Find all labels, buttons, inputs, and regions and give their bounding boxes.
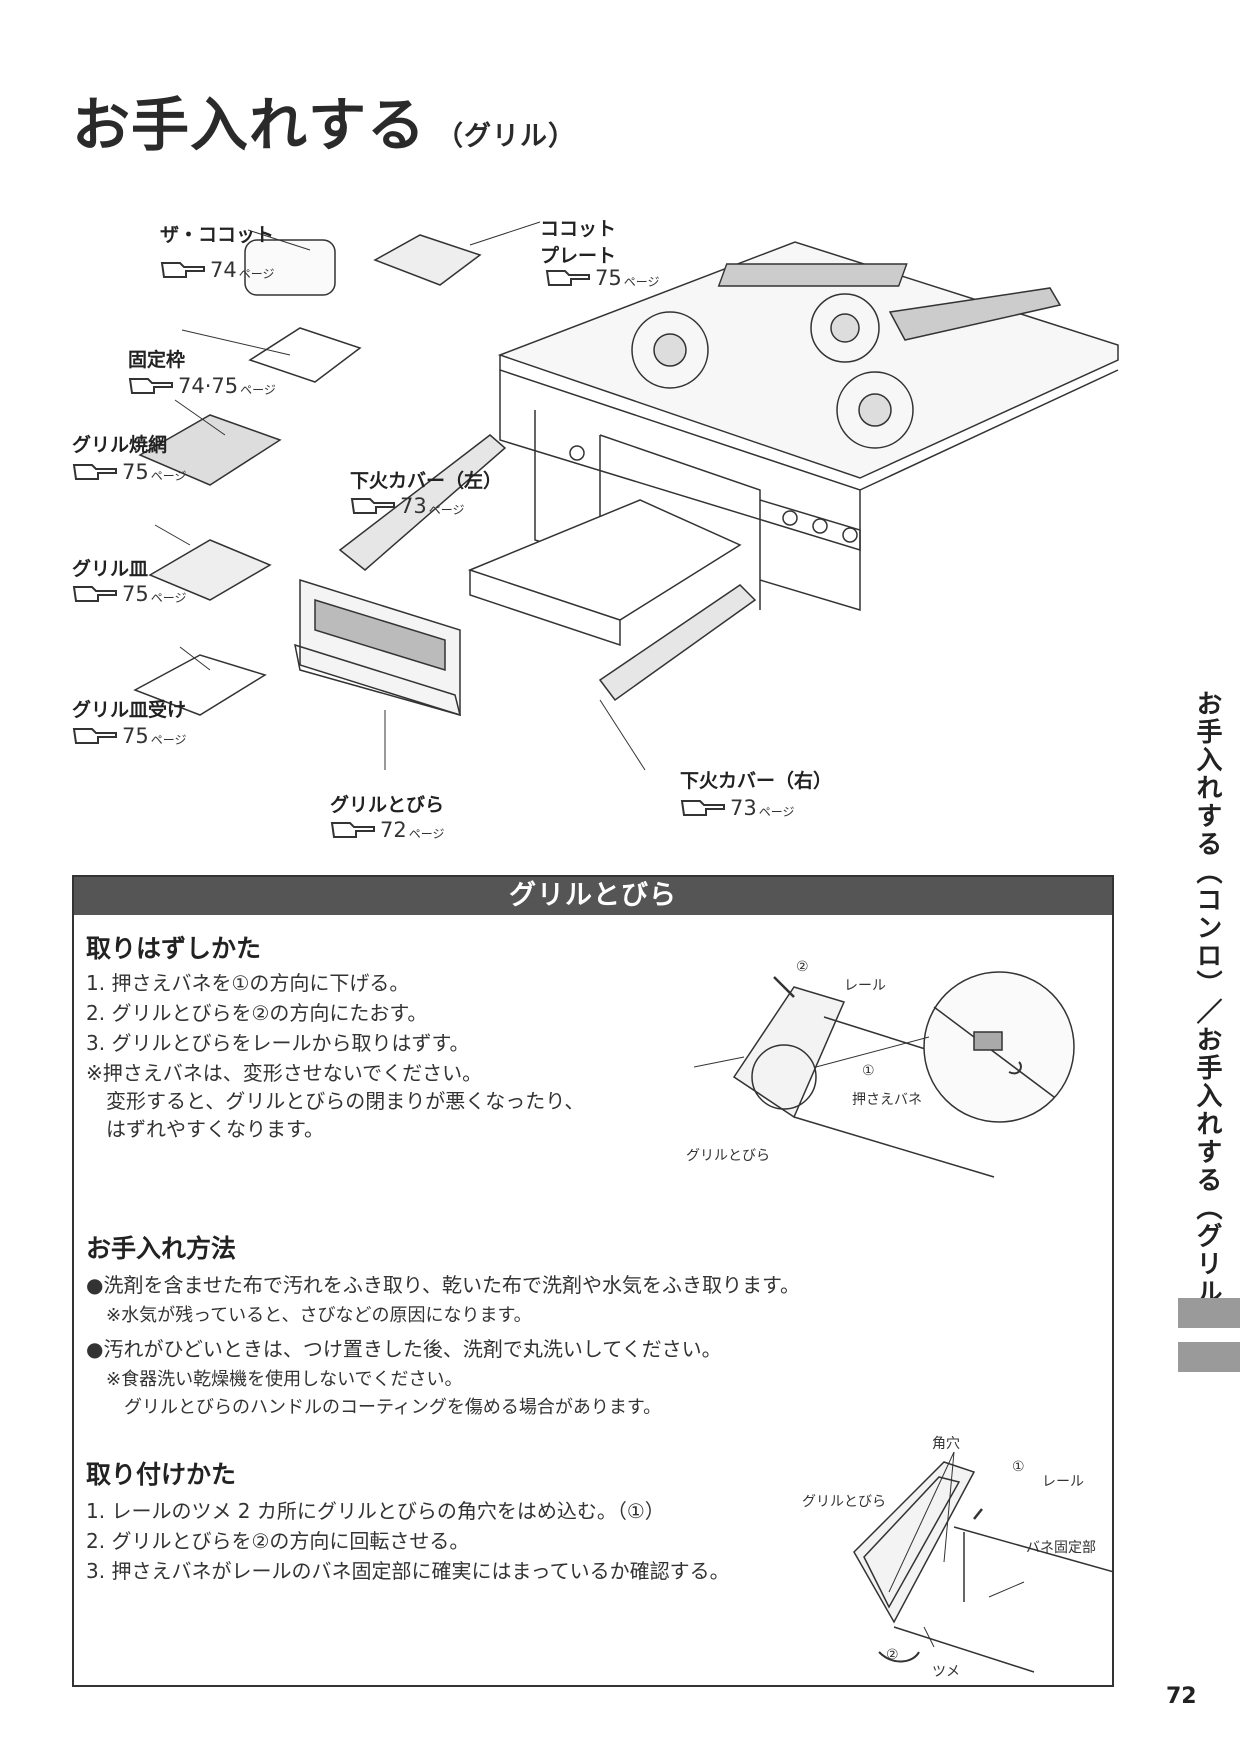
part-label-grill-pan-holder: グリル皿受け <box>72 699 187 721</box>
part-label-fixed-frame: 固定枠 <box>128 349 186 371</box>
care-note-1: ※水気が残っていると、さびなどの原因になります。 <box>106 1305 532 1326</box>
grill-door-instruction-box: グリルとびら 取りはずしかた 1. 押さえバネを①の方向に下げる。 2. グリル… <box>72 875 1114 1687</box>
removal-diagram-label-door: グリルとびら <box>686 1148 770 1164</box>
removal-diagram-label-rail: レール <box>844 978 886 994</box>
fixed-frame-illustration <box>248 327 362 383</box>
install-diagram-label-spring-seat: バネ固定部 <box>1026 1540 1096 1556</box>
pointing-hand-icon <box>128 378 173 394</box>
cocotte-plate-illustration <box>373 234 482 286</box>
pointing-hand-icon <box>680 800 725 816</box>
grill-rail-illustration <box>467 499 742 621</box>
install-diagram-label-tab: ツメ <box>932 1664 960 1680</box>
part-label-grill-pan: グリル皿 <box>72 558 149 580</box>
install-diagram-label-1: ① <box>1012 1459 1025 1475</box>
grill-pan-illustration <box>148 539 272 601</box>
removal-diagram <box>693 971 1075 1178</box>
page-title: お手入れする （グリル） <box>72 78 576 162</box>
pointing-hand-icon <box>160 262 205 278</box>
care-heading: お手入れ方法 <box>86 1234 237 1263</box>
pointing-hand-icon <box>350 498 395 514</box>
parts-diagram <box>133 221 1119 771</box>
care-note-2: ※食器洗い乾燥機を使用しないでください。 <box>106 1369 463 1390</box>
pointing-hand-icon <box>72 586 117 602</box>
pointing-hand-icon <box>330 822 375 838</box>
grill-net-illustration <box>138 414 282 486</box>
bottom-cover-right-illustration <box>598 584 757 702</box>
removal-note: ※押さえバネは、変形させないでください。 <box>86 1061 483 1085</box>
install-diagram <box>853 1451 1114 1673</box>
install-diagram-label-square-hole: 角穴 <box>932 1436 960 1452</box>
pointing-hand-icon <box>545 270 590 286</box>
install-diagram-label-rail: レール <box>1042 1474 1084 1490</box>
bottom-cover-left-illustration <box>338 434 507 571</box>
removal-note-3: はずれやすくなります。 <box>86 1117 324 1141</box>
page-number: 72 <box>1166 1684 1197 1709</box>
removal-note-2: 変形すると、グリルとびらの閉まりが悪くなったり、 <box>86 1089 585 1113</box>
grill-pan-holder-illustration <box>133 654 267 716</box>
burner-illustration <box>631 293 914 449</box>
removal-step-1: 1. 押さえバネを①の方向に下げる。 <box>86 971 410 995</box>
removal-diagram-label-spring: 押さえバネ <box>852 1092 922 1108</box>
removal-step-3: 3. グリルとびらをレールから取りはずす。 <box>86 1031 470 1055</box>
install-heading: 取り付けかた <box>86 1460 237 1489</box>
install-diagram-label-door: グリルとびら <box>802 1494 886 1510</box>
part-label-cocotte-plate: ココット プレート <box>540 218 617 267</box>
install-diagram-label-2: ② <box>886 1647 899 1663</box>
part-label-bottom-cover-left: 下火カバー（左） <box>350 470 503 492</box>
box-header: グリルとびら <box>74 877 1112 915</box>
sidebar-section-label: お手入れする（コンロ）／お手入れする（グリル） <box>1192 690 1222 1334</box>
care-line-2: ●汚れがひどいときは、つけ置きした後、洗剤で丸洗いしてください。 <box>86 1337 722 1361</box>
pointing-hand-icon <box>72 464 117 480</box>
install-step-1: 1. レールのツメ 2 カ所にグリルとびらの角穴をはめ込む。（①） <box>86 1499 665 1523</box>
sidebar-marker-2 <box>1178 1342 1240 1372</box>
removal-heading: 取りはずしかた <box>86 934 262 963</box>
sidebar-marker-1 <box>1178 1298 1240 1328</box>
install-step-3: 3. 押さえバネがレールのバネ固定部に確実にはまっているか確認する。 <box>86 1559 730 1583</box>
page-title-sub: （グリル） <box>436 121 577 152</box>
care-line-1: ●洗剤を含ませた布で汚れをふき取り、乾いた布で洗剤や水気をふき取ります。 <box>86 1273 801 1297</box>
removal-diagram-label-2: ② <box>796 959 809 975</box>
removal-diagram-label-1: ① <box>862 1063 875 1079</box>
part-label-grill-door: グリルとびら <box>330 794 445 816</box>
removal-step-2: 2. グリルとびらを②の方向にたおす。 <box>86 1001 428 1025</box>
page-title-main: お手入れする <box>72 91 427 159</box>
cocotte-illustration <box>244 239 336 296</box>
pointing-hand-icon <box>72 728 117 744</box>
part-label-bottom-cover-right: 下火カバー（右） <box>680 770 833 792</box>
part-label-grill-net: グリル焼網 <box>72 434 168 456</box>
part-label-cocotte: ザ・ココット <box>160 224 275 246</box>
care-note-3: グリルとびらのハンドルのコーティングを傷める場合があります。 <box>106 1397 662 1418</box>
install-step-2: 2. グリルとびらを②の方向に回転させる。 <box>86 1529 470 1553</box>
